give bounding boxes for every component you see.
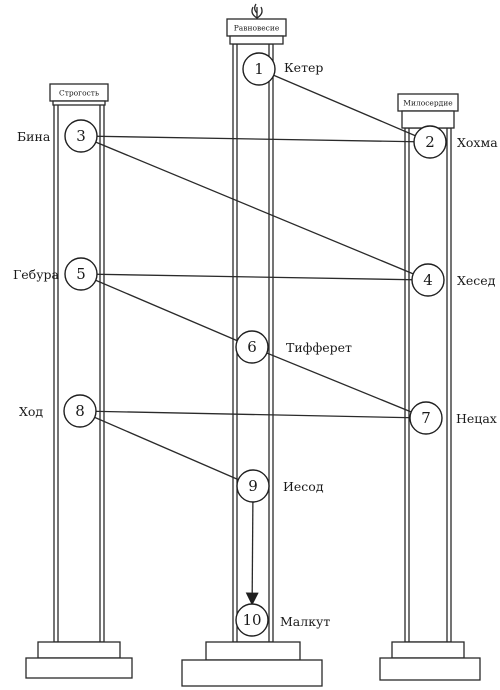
sefira-4: 4 Хесед bbox=[411, 263, 496, 297]
sefira-2: 2 Хохма bbox=[413, 125, 498, 159]
sefira-circle bbox=[64, 257, 98, 291]
path-8-9 bbox=[79, 410, 254, 487]
sefira-number: 9 bbox=[248, 477, 258, 495]
sefira-7: 7 Нецах bbox=[409, 401, 497, 435]
sefira-10: 10 Малкут bbox=[235, 603, 330, 637]
sefira-label: Тифферет bbox=[286, 340, 352, 355]
right-pillar-title: Милосердие bbox=[403, 99, 453, 108]
sefira-number: 5 bbox=[76, 265, 86, 283]
sefira-label: Хесед bbox=[457, 273, 496, 288]
sefira-number: 6 bbox=[247, 338, 257, 356]
sefira-label: Малкут bbox=[280, 614, 330, 629]
sefira-number: 3 bbox=[76, 127, 86, 145]
middle-pillar-title: Равновесие bbox=[234, 24, 280, 33]
left-pillar-title: Строгость bbox=[59, 89, 99, 98]
sefira-label: Кетер bbox=[284, 60, 323, 75]
sefira-label: Гебура bbox=[13, 267, 60, 282]
path-5-6 bbox=[80, 273, 253, 348]
sefira-label: Бина bbox=[17, 129, 51, 144]
sefira-number: 4 bbox=[423, 271, 433, 289]
sefira-circle bbox=[409, 401, 443, 435]
sefira-label: Нецах bbox=[456, 411, 497, 426]
sefira-3: 3 Бина bbox=[17, 119, 98, 153]
paths-layer bbox=[79, 68, 431, 606]
flame-icon bbox=[251, 3, 263, 19]
path-8-7 bbox=[79, 410, 427, 419]
sefira-circle bbox=[235, 603, 269, 637]
sefira-label: Иесод bbox=[283, 479, 324, 494]
right-pillar: Милосердие bbox=[379, 93, 481, 681]
sefira-circle bbox=[411, 263, 445, 297]
sefira-5: 5 Гебура bbox=[13, 257, 98, 291]
path-9-10 bbox=[245, 501, 259, 606]
sefira-1: 1 Кетер bbox=[242, 52, 323, 86]
path-3-4 bbox=[80, 135, 429, 281]
sefira-circle bbox=[413, 125, 447, 159]
sefira-circle bbox=[236, 469, 270, 503]
sefira-number: 1 bbox=[254, 60, 264, 78]
sefira-6: 6 Тифферет bbox=[235, 330, 352, 364]
sefira-circle bbox=[64, 119, 98, 153]
sefira-label: Ход bbox=[19, 404, 43, 419]
sefira-8: 8 Ход bbox=[19, 394, 97, 428]
path-1-2 bbox=[258, 68, 431, 143]
path-3-2 bbox=[80, 135, 431, 143]
sefira-circle bbox=[242, 52, 276, 86]
left-pillar: Строгость bbox=[25, 83, 133, 679]
sefira-circle bbox=[235, 330, 269, 364]
path-6-7 bbox=[251, 346, 427, 419]
sefira-9: 9 Иесод bbox=[236, 469, 324, 503]
path-5-4 bbox=[80, 273, 429, 281]
sefira-label: Хохма bbox=[457, 135, 498, 150]
sefirot-layer: 1 Кетер 2 Хохма 3 Бина 4 Хесед 5 Гебура 6 Тифферет 7… bbox=[13, 52, 498, 637]
sefira-number: 7 bbox=[421, 409, 431, 427]
sefira-number: 8 bbox=[75, 402, 85, 420]
sefira-circle bbox=[63, 394, 97, 428]
sefira-number: 2 bbox=[425, 133, 435, 151]
sefira-number: 10 bbox=[242, 611, 261, 629]
